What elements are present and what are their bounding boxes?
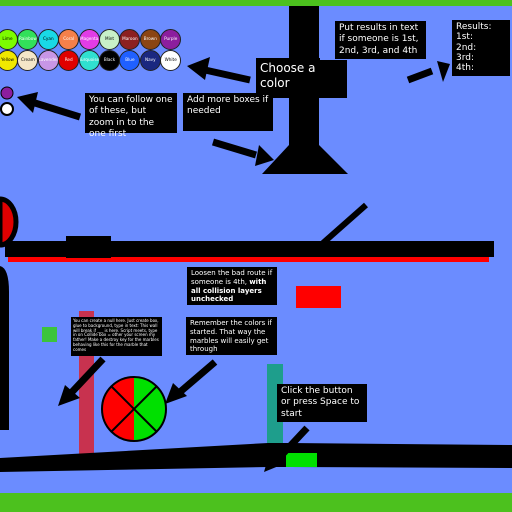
color-swatch-magenta[interactable]: Magenta — [78, 29, 100, 50]
spinner-wheel[interactable] — [101, 376, 167, 442]
funnel-base — [262, 145, 348, 174]
color-swatch-black[interactable]: Black — [99, 50, 120, 71]
results-board: Results: 1st: 2nd: 3rd: 4th: — [452, 20, 510, 76]
add-boxes-note: Add more boxes if needed — [183, 93, 273, 131]
start-instruction-note: Click the button or press Space to start — [277, 384, 367, 422]
upper-track — [5, 241, 494, 257]
color-swatch-cyan[interactable]: Cyan — [37, 29, 59, 50]
results-2nd: 2nd: — [456, 42, 477, 53]
color-swatch-maroon[interactable]: Maroon — [119, 29, 141, 50]
loosen-route-bold-text: with all collision layers unchecked — [191, 277, 267, 304]
funnel-side-block — [319, 60, 347, 98]
follow-marble-note: You can follow one of these, but zoom in… — [85, 93, 177, 139]
color-swatch-turquoise[interactable]: Turquoise — [78, 50, 100, 71]
upper-track-red-line — [8, 255, 489, 262]
color-swatch-navy[interactable]: Navy — [139, 50, 161, 71]
red-block — [296, 286, 341, 308]
arrow-to-results — [406, 61, 450, 84]
color-swatch-mint[interactable]: Mint — [99, 29, 120, 50]
arrow-to-pink-bar — [58, 356, 106, 406]
top-grass-strip — [0, 0, 512, 6]
green-square — [42, 327, 57, 342]
results-heading: Results: — [456, 22, 492, 32]
arrow-to-spinner — [165, 359, 218, 404]
color-swatch-purple[interactable]: Purple — [160, 29, 182, 50]
left-curved-wall — [0, 266, 9, 430]
bottom-grass-strip — [0, 493, 512, 512]
loosen-route-note: Loosen the bad route if someone is 4th, … — [187, 267, 277, 305]
track-block — [66, 236, 111, 258]
results-instruction-note: Put results in text if someone is 1st, 2… — [335, 21, 426, 59]
collision-tip-note: You can create a null here. Just create … — [71, 317, 162, 356]
color-swatch-brown[interactable]: Brown — [139, 29, 161, 50]
bottom-track — [0, 443, 512, 472]
results-1st: 1st: — [456, 32, 473, 43]
color-swatch-lavender[interactable]: Lavender — [37, 50, 59, 71]
arrow-to-start-button — [264, 425, 310, 472]
results-4th: 4th: — [456, 63, 474, 74]
arrow-to-marbles — [17, 92, 82, 121]
left-red-bumper — [0, 196, 19, 248]
results-3rd: 3rd: — [456, 53, 475, 64]
arrow-to-funnel — [211, 138, 274, 166]
marble-white — [0, 102, 14, 116]
start-button[interactable] — [286, 453, 317, 467]
arrow-to-palette — [187, 57, 251, 84]
choose-color-label: Choose a color — [256, 58, 320, 98]
remember-colors-note: Remember the colors if started. That way… — [186, 317, 277, 355]
diagonal-ramp — [321, 202, 368, 246]
loosen-route-text: Loosen the bad route if someone is 4th, — [191, 269, 273, 286]
color-swatch-rainbow[interactable]: Rainbow — [17, 29, 39, 50]
color-swatch-white[interactable]: White — [160, 50, 182, 71]
marble-purple — [0, 86, 14, 100]
